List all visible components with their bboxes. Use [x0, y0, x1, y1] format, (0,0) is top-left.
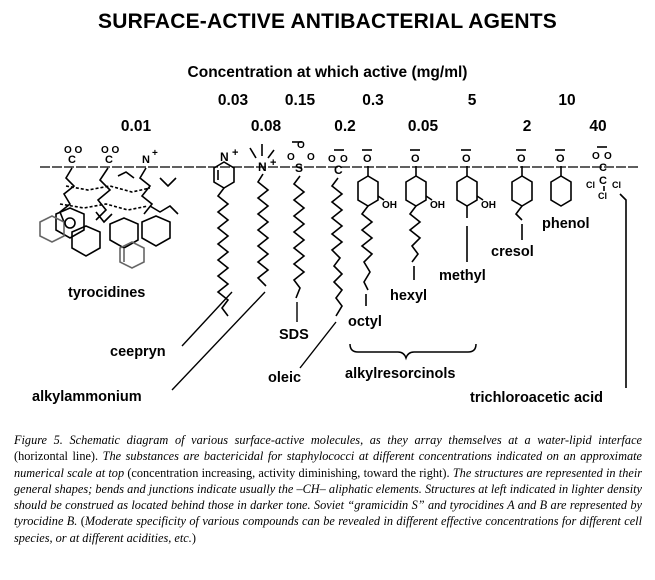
leader-ceepryn: [181, 291, 233, 347]
caption-text-2: The substances are bactericidal for stap…: [14, 449, 642, 480]
svg-text:O: O: [604, 151, 612, 162]
scale-subtitle: Concentration at which active (mg/ml): [187, 64, 468, 81]
svg-text:+: +: [232, 147, 238, 159]
svg-text:+: +: [270, 157, 276, 169]
svg-text:OH: OH: [481, 200, 496, 211]
label-octyl: octyl: [348, 314, 382, 330]
svg-text:Cl: Cl: [586, 180, 595, 190]
hexylresorcinol-structure: O OH: [405, 149, 445, 280]
svg-text:N: N: [258, 160, 267, 174]
alkylresorcinols-brace: [349, 343, 477, 361]
label-ceepryn: ceepryn: [110, 344, 166, 360]
conc-sds: 0.15: [284, 92, 316, 109]
svg-text:C: C: [599, 175, 607, 187]
label-alkylresorcinols: alkylresorcinols: [345, 366, 456, 382]
conc-ceepryn: 0.03: [217, 92, 249, 109]
figure-title: SURFACE-ACTIVE ANTIBACTERIAL AGENTS: [98, 10, 557, 33]
svg-text:O: O: [287, 152, 295, 163]
svg-text:OH: OH: [430, 200, 445, 211]
label-sds: SDS: [279, 327, 309, 343]
alkylammonium-structure: N +: [249, 144, 276, 287]
conc-hexyl: 0.05: [407, 118, 439, 135]
label-hexyl: hexyl: [390, 288, 428, 304]
svg-text:N: N: [220, 150, 229, 164]
trichloroacetic-acid-structure: O O C C Cl Cl Cl: [586, 146, 627, 388]
label-trichloroacetic-acid: trichloroacetic acid: [470, 390, 603, 406]
label-oleic: oleic: [268, 370, 302, 386]
caption-figure-label: Figure 5.: [14, 433, 63, 447]
svg-text:C: C: [68, 154, 76, 166]
svg-text:OH: OH: [382, 200, 397, 211]
svg-text:C: C: [599, 162, 607, 174]
svg-text:N: N: [142, 154, 150, 166]
svg-text:O O: O O: [101, 145, 120, 156]
phenol-structure: O: [550, 149, 572, 207]
svg-text:O: O: [363, 153, 372, 165]
octylresorcinol-structure: O OH: [357, 149, 397, 306]
conc-cresol: 2: [522, 118, 532, 135]
svg-text:Cl: Cl: [598, 191, 607, 201]
caption-text-4: Moderate specificity of various compound…: [14, 514, 642, 545]
svg-text:O: O: [297, 140, 305, 151]
conc-phenol: 10: [558, 92, 576, 109]
caption-text-3: The structures are represented in their …: [14, 465, 643, 529]
label-tyrocidines: tyrocidines: [68, 285, 146, 301]
methylresorcinol-structure: O OH: [456, 149, 496, 262]
figure-caption: Figure 5. Schematic diagram of various s…: [14, 432, 642, 546]
svg-text:O: O: [556, 153, 565, 165]
svg-text:O: O: [307, 152, 315, 163]
conc-trichloroacetic: 40: [589, 118, 607, 135]
caption-text-1: Schematic diagram of various surface-act…: [62, 433, 642, 447]
conc-oleic: 0.2: [334, 118, 356, 135]
conc-methyl: 5: [467, 92, 477, 109]
conc-alkylammonium: 0.08: [250, 118, 282, 135]
label-phenol: phenol: [542, 216, 590, 232]
leader-alkylammonium: [171, 291, 266, 391]
label-alkylammonium: alkylammonium: [32, 389, 142, 405]
svg-text:Cl: Cl: [612, 180, 621, 190]
oleic-structure: O O C: [328, 149, 348, 317]
svg-text:+: +: [152, 148, 158, 159]
conc-octyl: 0.3: [362, 92, 384, 109]
svg-text:C: C: [105, 154, 113, 166]
caption-upright-2: (concentration increasing, activity dimi…: [127, 465, 450, 480]
sds-structure: O O O S: [287, 140, 315, 299]
tyrocidine-structure: C O O C O O N +: [39, 145, 179, 269]
svg-text:C: C: [334, 163, 343, 177]
label-cresol: cresol: [491, 244, 534, 260]
caption-upright-3: (: [80, 514, 85, 529]
leader-lines: [171, 291, 337, 391]
svg-text:O: O: [328, 154, 336, 165]
svg-text:O: O: [462, 153, 471, 165]
caption-upright-4: ): [191, 530, 196, 545]
cresol-structure: O: [511, 149, 533, 240]
svg-text:O: O: [517, 153, 526, 165]
svg-text:O O: O O: [64, 145, 83, 156]
label-methyl: methyl: [439, 268, 486, 284]
svg-text:O: O: [340, 154, 348, 165]
caption-upright-1: (horizontal line).: [14, 449, 99, 464]
svg-text:O: O: [592, 151, 600, 162]
ceepryn-structure: N +: [213, 147, 238, 317]
leader-oleic: [299, 321, 337, 369]
svg-text:S: S: [295, 161, 303, 175]
conc-tyrocidines: 0.01: [120, 118, 152, 135]
svg-text:O: O: [411, 153, 420, 165]
